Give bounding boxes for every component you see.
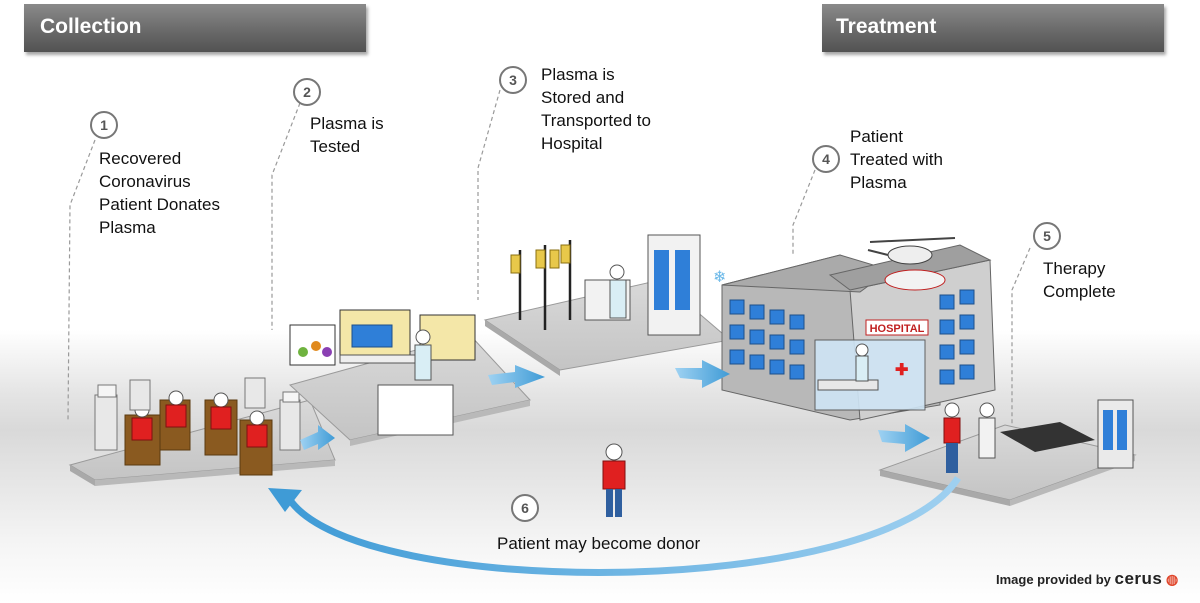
snowflake-icon: ❄ bbox=[713, 267, 726, 286]
collection-banner: Collection bbox=[24, 4, 366, 52]
lab-platform bbox=[288, 309, 531, 446]
cerus-drop-icon: ◍ bbox=[1166, 571, 1179, 587]
donation-chairs bbox=[94, 377, 301, 476]
hospital-building: HOSPITAL ✚ bbox=[721, 237, 996, 421]
step-4-number: 4 bbox=[812, 145, 840, 173]
credit-prefix: Image provided by bbox=[996, 572, 1111, 587]
treatment-banner: Treatment bbox=[822, 4, 1164, 52]
step-6-text: Patient may become donor bbox=[497, 534, 701, 553]
return-arc bbox=[287, 476, 961, 576]
step-2-number: 2 bbox=[293, 78, 321, 106]
image-credit: Image provided by cerus ◍ bbox=[996, 569, 1178, 589]
step-6-number: 6 bbox=[511, 494, 539, 522]
lab-counter bbox=[377, 384, 454, 436]
storage-platform: ❄ bbox=[483, 234, 732, 376]
hospital-windows bbox=[729, 289, 975, 385]
helicopter-icon bbox=[867, 237, 956, 265]
cerus-logo: cerus bbox=[1114, 569, 1163, 588]
leader-lines bbox=[67, 89, 1031, 425]
flow-arrows bbox=[300, 360, 930, 452]
step-5-number: 5 bbox=[1033, 222, 1061, 250]
step-3-number: 3 bbox=[499, 66, 527, 94]
hospital-sign: HOSPITAL bbox=[870, 323, 925, 335]
return-arrowhead bbox=[268, 488, 302, 512]
donor-figure bbox=[602, 443, 626, 517]
svg-text:✚: ✚ bbox=[895, 362, 908, 379]
step-1-number: 1 bbox=[90, 111, 118, 139]
collection-platform bbox=[68, 377, 336, 486]
therapy-platform bbox=[878, 399, 1137, 506]
